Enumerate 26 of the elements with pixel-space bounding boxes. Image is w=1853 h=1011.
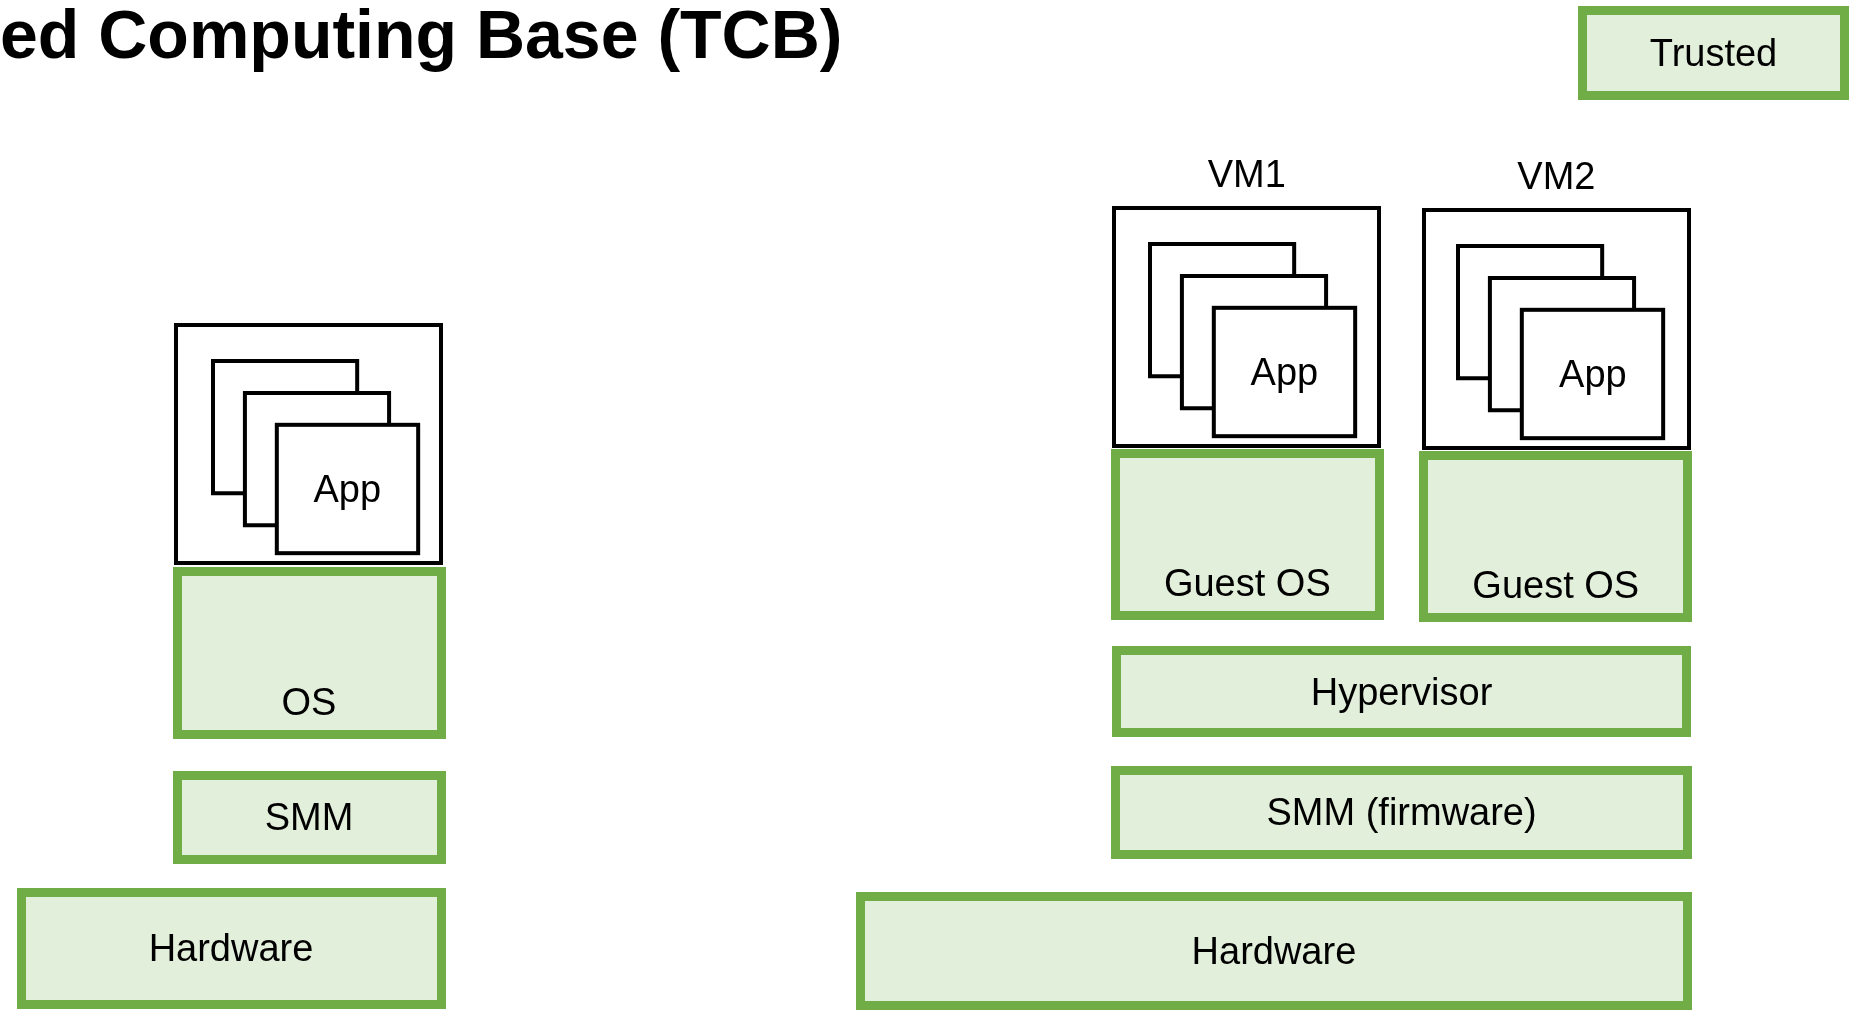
vm-heading: VM1 xyxy=(1206,151,1287,196)
app-card-stack xyxy=(1456,243,1666,441)
app-card-stack xyxy=(1147,241,1358,438)
layer-box xyxy=(855,892,1693,1011)
layer-box xyxy=(16,887,446,1010)
layer-box xyxy=(1110,449,1384,621)
app-container-box xyxy=(173,322,444,565)
legend-label: Trusted xyxy=(1648,31,1779,77)
layer-label: App xyxy=(1558,351,1628,397)
layer-box xyxy=(1419,451,1693,622)
layer-label: Guest OS xyxy=(1162,561,1332,607)
vm-heading: VM2 xyxy=(1516,154,1597,198)
layer-label: SMM (firmware) xyxy=(1265,790,1538,836)
layer-label: App xyxy=(1249,349,1320,395)
layer-label: OS xyxy=(280,679,338,725)
app-card-stack xyxy=(210,358,420,555)
layer-label: SMM xyxy=(263,795,355,841)
layer-box xyxy=(1112,646,1692,738)
layer-label: Hardware xyxy=(1190,929,1358,975)
layer-box xyxy=(172,770,446,864)
layer-label: Hardware xyxy=(147,926,315,972)
layer-box xyxy=(1110,765,1693,860)
layer-label: Hypervisor xyxy=(1309,669,1494,715)
layer-label: Guest OS xyxy=(1471,562,1641,608)
layer-box xyxy=(172,567,446,739)
layer-label: App xyxy=(312,466,383,512)
